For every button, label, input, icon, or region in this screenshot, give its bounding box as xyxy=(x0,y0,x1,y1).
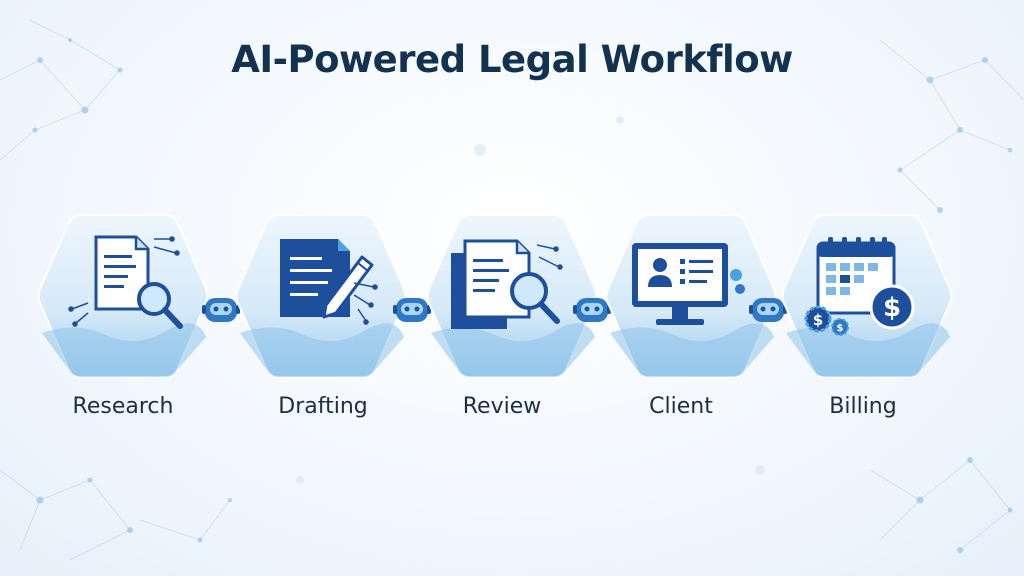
document-magnifier-icon xyxy=(68,235,183,329)
ai-robot-connector-4 xyxy=(749,292,787,326)
step-drafting-label: Drafting xyxy=(278,394,368,419)
document-pen-icon xyxy=(280,239,378,325)
ai-robot-icon xyxy=(202,298,240,322)
step-research-label: Research xyxy=(72,394,174,419)
step-review-label: Review xyxy=(462,394,542,419)
svg-text:$: $ xyxy=(883,293,901,323)
step-research-node xyxy=(36,213,210,379)
ai-robot-icon xyxy=(393,298,431,322)
ai-robot-connector-2 xyxy=(393,292,431,326)
ai-robot-connector-1 xyxy=(202,292,240,326)
ai-robot-icon xyxy=(749,298,787,322)
monitor-profile-checklist-icon xyxy=(632,243,745,325)
ai-robot-icon xyxy=(573,298,611,322)
page-title: AI-Powered Legal Workflow xyxy=(231,38,793,81)
step-billing-node: $ $ $ xyxy=(780,213,954,379)
step-drafting-node xyxy=(234,213,408,379)
step-client-node xyxy=(604,213,778,379)
svg-text:$: $ xyxy=(813,311,823,329)
calendar-dollar-icon: $ $ $ xyxy=(804,237,915,336)
step-billing-label: Billing xyxy=(829,394,897,419)
ai-robot-connector-3 xyxy=(573,292,611,326)
step-review-node xyxy=(425,213,599,379)
svg-text:$: $ xyxy=(837,323,844,334)
step-client-label: Client xyxy=(649,394,713,419)
document-stack-magnifier-icon xyxy=(451,239,563,329)
